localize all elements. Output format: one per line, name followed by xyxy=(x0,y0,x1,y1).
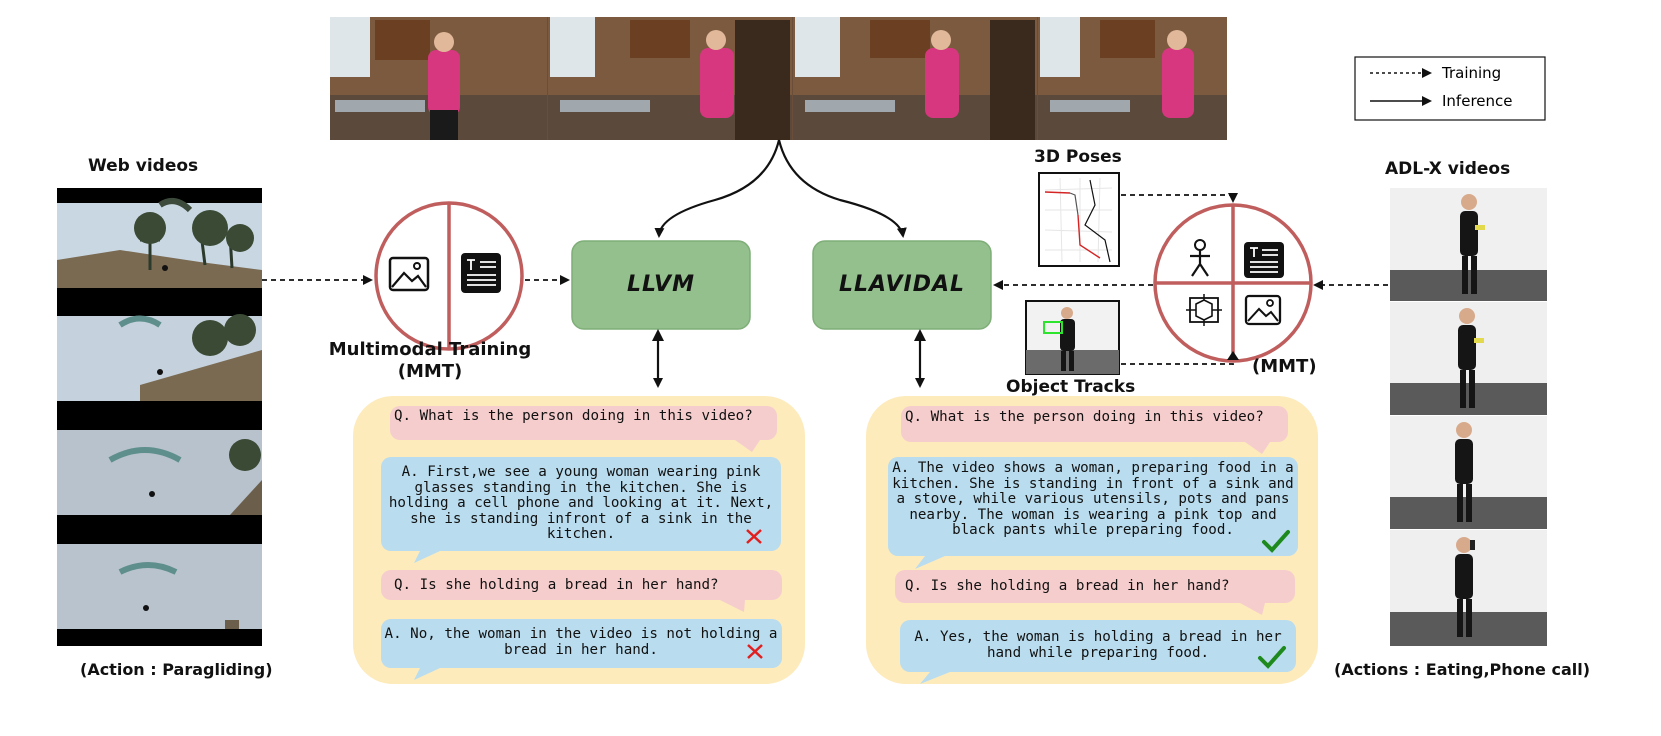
kitchen-frame-4 xyxy=(1038,17,1227,140)
document-icon xyxy=(1244,242,1284,278)
adlx-frame-3 xyxy=(1390,416,1547,529)
web-frame-3 xyxy=(57,430,262,515)
arrows xyxy=(262,139,1388,388)
adlx-frame-1 xyxy=(1390,188,1547,301)
tracks-to-mmt-arrow xyxy=(1121,363,1234,366)
chat-left-q2: Q. Is she holding a bread in her hand? xyxy=(394,577,719,593)
wrong-mark xyxy=(746,529,762,544)
web-videos-title: Web videos xyxy=(88,156,199,176)
kitchen-frame-1 xyxy=(330,17,547,140)
chat-right-q1: Q. What is the person doing in this vide… xyxy=(905,409,1264,425)
adlx-frame-4 xyxy=(1390,530,1547,646)
3d-poses-label: 3D Poses xyxy=(1034,147,1122,167)
mmt-left-circle xyxy=(374,201,524,351)
correct-mark xyxy=(1262,530,1290,553)
chat-left-q1: Q. What is the person doing in this vide… xyxy=(394,408,753,424)
web-frame-2 xyxy=(57,314,262,401)
chat-right-bubbles xyxy=(888,406,1298,684)
video-to-llavidal-arrow xyxy=(777,139,907,238)
web-frame-1 xyxy=(57,198,262,288)
adlx-videos-caption: (Actions : Eating,Phone call) xyxy=(1334,660,1591,679)
object-track-box xyxy=(1043,321,1063,334)
wrong-mark xyxy=(747,644,763,659)
legend-inference-label: Inference xyxy=(1442,92,1513,110)
mmt-right-label: (MMT) xyxy=(1252,356,1317,377)
image-icon xyxy=(388,256,430,292)
poses-to-mmt-arrow xyxy=(1121,193,1238,203)
question-bubble xyxy=(381,570,782,600)
person-pose-icon xyxy=(1190,239,1210,277)
kitchen-frame-2 xyxy=(548,17,792,140)
correct-mark xyxy=(1258,646,1286,669)
llavidal-box xyxy=(812,240,992,330)
chat-right-a1: A. The video shows a woman, preparing fo… xyxy=(892,460,1294,538)
web-frame-4 xyxy=(57,544,262,629)
chat-left-a1: A. First,we see a young woman wearing pi… xyxy=(388,464,774,542)
web-videos-caption: (Action : Paragliding) xyxy=(80,660,273,679)
chat-left-a2: A. No, the woman in the video is not hol… xyxy=(384,626,778,658)
adlx-videos-title: ADL-X videos xyxy=(1385,159,1511,179)
object-detection-icon xyxy=(1186,294,1222,326)
mmt-right-circle xyxy=(1153,203,1313,363)
kitchen-video-strip xyxy=(330,17,1227,140)
object-tracks-label: Object Tracks xyxy=(1006,377,1136,397)
kitchen-frame-3 xyxy=(793,17,1037,140)
answer-bubble xyxy=(888,457,1298,556)
document-icon xyxy=(461,253,501,293)
3d-poses-thumbnail xyxy=(1038,172,1120,267)
answer-bubble xyxy=(900,620,1296,672)
llvm-label: LLVM xyxy=(627,272,695,297)
llavidal-label: LLAVIDAL xyxy=(838,272,966,297)
mmt-left-label-line1: Multimodal Training xyxy=(328,339,532,360)
chat-left-bubbles xyxy=(381,406,782,680)
legend xyxy=(1354,56,1546,121)
adlx-video-frames xyxy=(1390,188,1547,646)
answer-bubble xyxy=(381,457,781,551)
question-bubble xyxy=(390,406,777,440)
image-icon xyxy=(1244,294,1282,326)
legend-training-label: Training xyxy=(1442,64,1502,82)
question-bubble xyxy=(895,570,1295,603)
adlx-frame-2 xyxy=(1390,302,1547,415)
chat-right-q2: Q. Is she holding a bread in her hand? xyxy=(905,578,1230,594)
chat-right-a2: A. Yes, the woman is holding a bread in … xyxy=(914,629,1282,661)
object-tracks-thumbnail xyxy=(1025,300,1120,375)
web-video-frames xyxy=(57,188,262,646)
video-to-llvm-arrow xyxy=(654,139,781,238)
answer-bubble xyxy=(381,619,782,668)
question-bubble xyxy=(901,406,1288,442)
mmt-left-label-line2: (MMT) xyxy=(397,361,463,382)
